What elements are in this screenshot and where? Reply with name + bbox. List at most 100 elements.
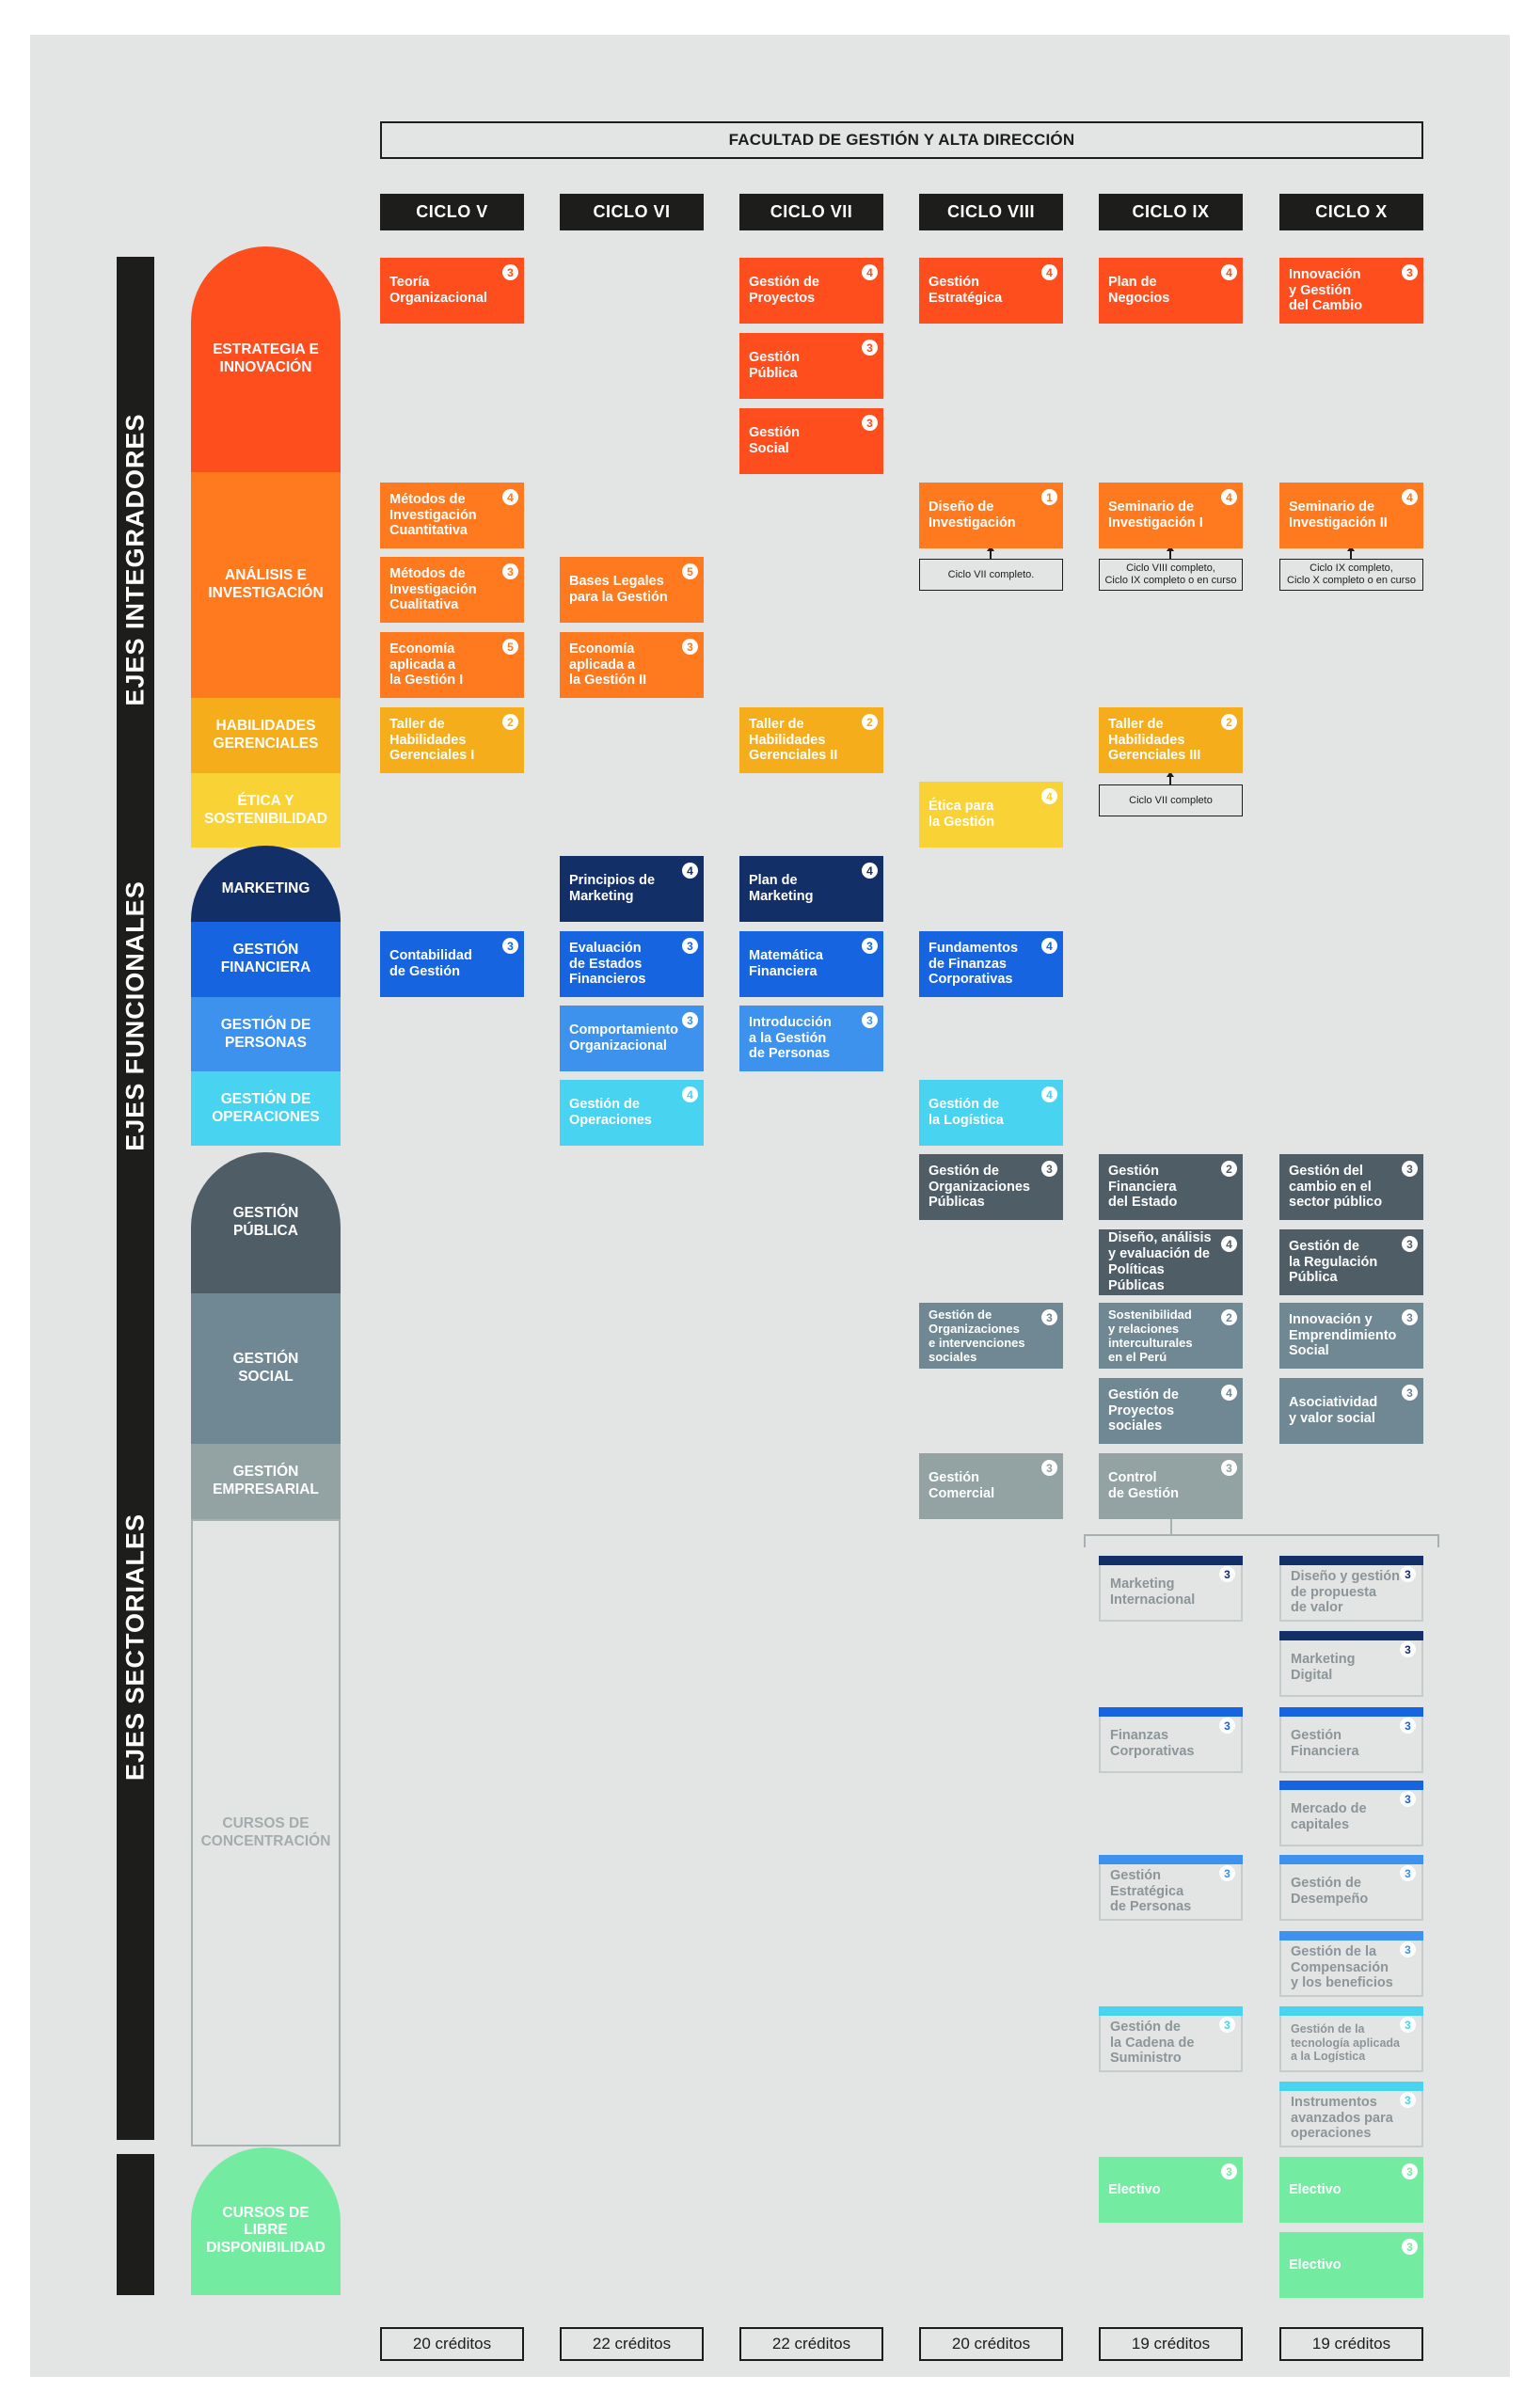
- group-bar-sectoriales: EJES SECTORIALES: [117, 1154, 154, 2140]
- credit-badge: 3: [1219, 2017, 1235, 2033]
- credits-total-vii: 22 créditos: [739, 2327, 883, 2361]
- course-name: Gestión Financiera del Estado: [1108, 1163, 1178, 1211]
- course-card: Economía aplicada a la Gestión II 3: [560, 632, 704, 698]
- course-name: Gestión Estratégica de Personas: [1110, 1867, 1192, 1915]
- course-card: Asociatividad y valor social 3: [1279, 1378, 1423, 1444]
- course-name: Gestión de la Regulación Pública: [1289, 1238, 1378, 1286]
- credit-badge: 4: [1221, 264, 1237, 280]
- curriculum-map: FACULTAD DE GESTIÓN Y ALTA DIRECCIÓN CIC…: [30, 35, 1510, 2377]
- prerequisite-arrow: [1169, 549, 1171, 559]
- prerequisite-note: Ciclo VII completo: [1099, 784, 1243, 816]
- axis-gestion-publica: GESTIÓN PÚBLICA: [191, 1152, 341, 1293]
- credit-badge: 3: [682, 938, 698, 954]
- axis-marketing: MARKETING: [191, 846, 341, 922]
- credit-badge: 4: [1041, 264, 1057, 280]
- credit-badge: 3: [502, 264, 518, 280]
- credit-badge: 3: [1402, 1385, 1418, 1401]
- credit-badge: 4: [1041, 788, 1057, 804]
- course-name: Comportamiento Organizacional: [569, 1022, 678, 1054]
- course-name: Taller de Habilidades Gerenciales I: [389, 716, 475, 764]
- credit-badge: 3: [682, 1012, 698, 1028]
- credit-badge: 3: [862, 938, 878, 954]
- prerequisite-arrow: [1169, 775, 1171, 784]
- course-name: Economía aplicada a la Gestión II: [569, 641, 647, 689]
- prerequisite-arrow: [1350, 549, 1352, 559]
- prerequisite-note: Ciclo VIII completo, Ciclo IX completo o…: [1099, 559, 1243, 591]
- credit-badge: 3: [682, 639, 698, 655]
- concentration-stripe: [1279, 1707, 1423, 1717]
- axis-habilidades: HABILIDADES GERENCIALES: [191, 698, 341, 773]
- credit-badge: 3: [1400, 1718, 1416, 1734]
- course-name: Electivo: [1108, 2181, 1161, 2197]
- credit-badge: 3: [862, 415, 878, 431]
- concentration-stripe: [1279, 1931, 1423, 1941]
- credit-badge: 4: [1041, 938, 1057, 954]
- course-name: Innovación y Emprendimiento Social: [1289, 1311, 1397, 1359]
- course-name: Gestión del cambio en el sector público: [1289, 1163, 1383, 1211]
- cycle-header-v: CICLO V: [380, 194, 524, 230]
- course-name: Control de Gestión: [1108, 1470, 1179, 1501]
- course-name: Sostenibilidad y relaciones intercultura…: [1108, 1307, 1193, 1365]
- arrow-head-icon: [1347, 546, 1355, 551]
- group-bar-integradores: EJES INTEGRADORES: [117, 257, 154, 862]
- course-card: Gestión Financiera 3: [1279, 1707, 1423, 1773]
- course-name: Asociatividad y valor social: [1289, 1395, 1378, 1426]
- group-label: EJES FUNCIONALES: [120, 880, 150, 1151]
- axis-analisis: ANÁLISIS E INVESTIGACIÓN: [191, 472, 341, 698]
- course-name: Gestión de la tecnología aplicada a la L…: [1291, 2022, 1401, 2064]
- course-name: Diseño, análisis y evaluación de Polític…: [1108, 1230, 1212, 1293]
- credit-badge: 4: [1221, 1236, 1237, 1252]
- credit-badge: 4: [1041, 1086, 1057, 1102]
- course-name: Plan de Negocios: [1108, 275, 1170, 306]
- course-card: Gestión de la tecnología aplicada a la L…: [1279, 2006, 1423, 2072]
- course-card: Métodos de Investigación Cualitativa 3: [380, 557, 524, 623]
- concentration-stripe: [1279, 1781, 1423, 1790]
- course-name: Electivo: [1289, 2181, 1342, 2197]
- course-name: Métodos de Investigación Cualitativa: [389, 565, 477, 613]
- credits-total-viii: 20 créditos: [919, 2327, 1063, 2361]
- course-card: Plan de Negocios 4: [1099, 258, 1243, 324]
- credit-badge: 2: [1221, 714, 1237, 730]
- cycle-header-x: CICLO X: [1279, 194, 1423, 230]
- arrow-head-icon: [987, 546, 994, 551]
- concentration-stripe: [1279, 1556, 1423, 1565]
- concentration-stripe: [1099, 2006, 1243, 2016]
- credit-badge: 3: [1400, 2017, 1416, 2033]
- faculty-title: FACULTAD DE GESTIÓN Y ALTA DIRECCIÓN: [380, 121, 1423, 159]
- course-name: Métodos de Investigación Cuantitativa: [389, 491, 477, 539]
- credit-badge: 3: [502, 938, 518, 954]
- course-name: Seminario de Investigación II: [1289, 499, 1388, 531]
- course-name: Gestión Financiera: [1291, 1728, 1359, 1759]
- course-name: Finanzas Corporativas: [1110, 1728, 1195, 1759]
- credit-badge: 1: [1041, 489, 1057, 505]
- course-card: Gestión de la Compensación y los benefic…: [1279, 1931, 1423, 1997]
- credit-badge: 4: [682, 863, 698, 879]
- credit-badge: 3: [502, 563, 518, 579]
- course-card: Gestión de Organizaciones e intervencion…: [919, 1303, 1063, 1369]
- course-name: Electivo: [1289, 2257, 1342, 2273]
